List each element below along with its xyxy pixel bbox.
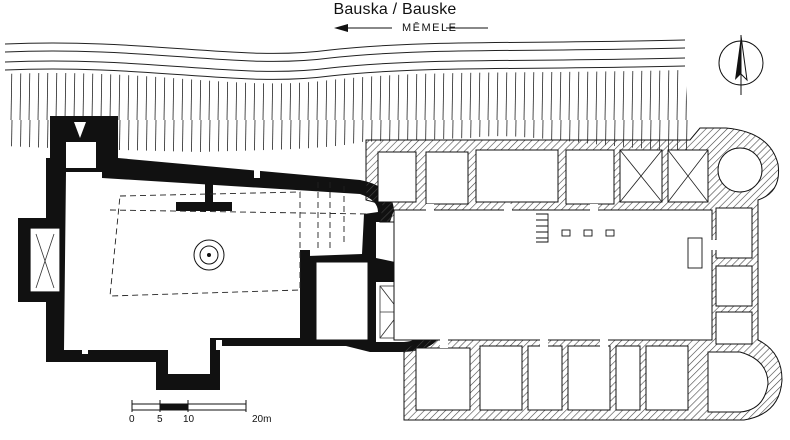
scale-tick-10: 10 (183, 414, 195, 425)
river-label: MĒMELE (402, 22, 458, 34)
embankment-slope (5, 70, 690, 152)
plan-title: Bauska / Bauske (333, 1, 457, 18)
scale-tick-5: 5 (157, 414, 163, 425)
north-arrow-icon (718, 35, 764, 95)
old-castle (18, 116, 447, 390)
river-flow-arrow-icon (334, 24, 488, 32)
scale-bar (131, 400, 247, 412)
well-icon (193, 239, 225, 271)
scale-tick-20m: 20m (252, 414, 272, 425)
new-castle (365, 127, 783, 421)
river-bank-lines (4, 39, 686, 80)
scale-tick-0: 0 (129, 414, 135, 425)
